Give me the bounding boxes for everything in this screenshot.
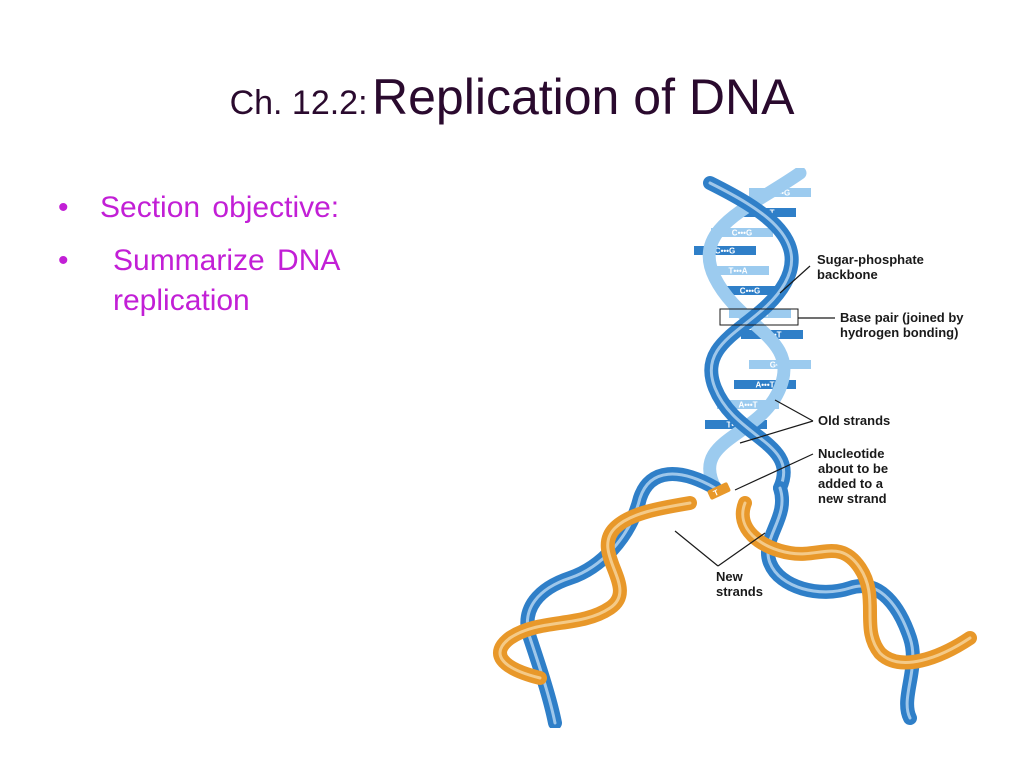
base-pair-label: C•••G <box>715 247 735 256</box>
label-backbone-1: Sugar-phosphate <box>817 252 924 267</box>
base-pair-label: A•••T <box>755 381 774 390</box>
label-new-strands-2: strands <box>716 584 763 599</box>
base-pair-label: C•••G <box>740 287 760 296</box>
base-pair-highlight-box <box>719 308 799 326</box>
base-pair-label: A•••T <box>738 401 757 410</box>
label-new-strands-1: New <box>716 569 744 584</box>
base-pair-rung <box>707 266 769 275</box>
bullet-list: • Section objective: • Summarize DNA rep… <box>58 188 418 334</box>
bullet-item: • Summarize DNA replication <box>58 241 418 321</box>
label-nucleotide-1: Nucleotide <box>818 446 884 461</box>
bullet-marker: • <box>58 191 69 224</box>
label-basepair-1: Base pair (joined by <box>840 310 964 325</box>
label-backbone-2: backbone <box>817 267 878 282</box>
label-old-strands: Old strands <box>818 413 890 428</box>
base-pair-label: T•••A <box>728 267 747 276</box>
title-prefix: Ch. 12.2: <box>229 84 368 122</box>
base-pair-label: C•••G <box>732 229 752 238</box>
base-pair-rung <box>719 286 781 295</box>
free-nucleotide: T <box>707 482 731 500</box>
label-nucleotide-4: new strand <box>818 491 887 506</box>
old-strand-back <box>702 168 807 495</box>
bullet-text: Section objective: <box>100 191 340 224</box>
label-basepair-2: hydrogen bonding) <box>840 325 958 340</box>
bullet-text: Summarize DNA replication <box>113 244 339 317</box>
base-pair-rung <box>694 246 756 255</box>
dna-replication-figure: C•••GA•••TC•••GC•••GT•••AC•••GA•••TA•••T… <box>493 168 977 728</box>
base-pair-rung <box>734 380 796 389</box>
title-main: Replication of DNA <box>372 69 795 125</box>
base-pair-rung <box>711 228 773 237</box>
label-nucleotide-3: added to a <box>818 476 884 491</box>
label-leaders <box>674 265 835 567</box>
bullet-marker: • <box>58 244 69 277</box>
label-nucleotide-2: about to be <box>818 461 888 476</box>
bullet-item: • Section objective: <box>58 188 418 228</box>
slide-title: Ch. 12.2: Replication of DNA <box>0 68 1024 126</box>
svg-text:T: T <box>712 488 720 498</box>
base-pair-rung <box>717 400 779 409</box>
